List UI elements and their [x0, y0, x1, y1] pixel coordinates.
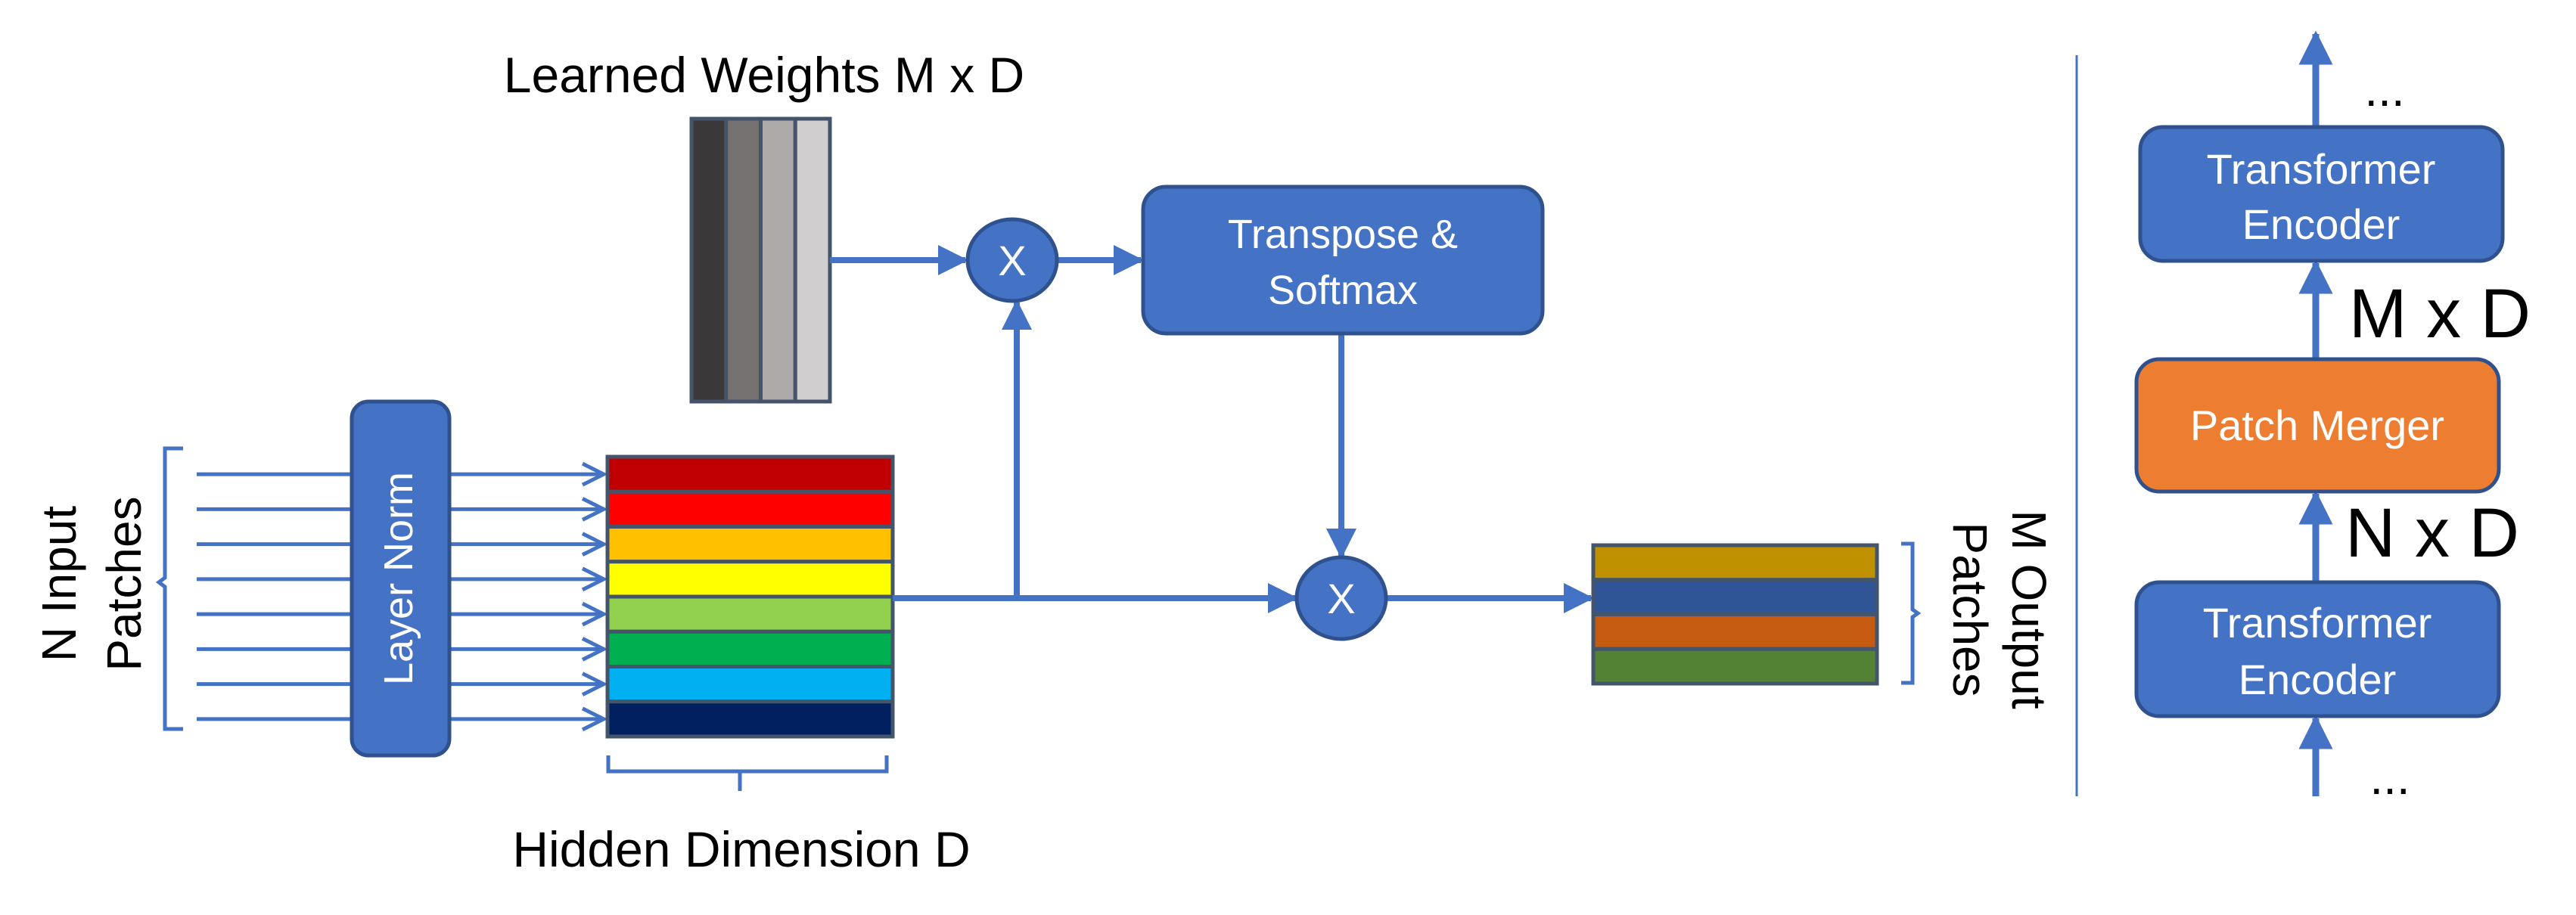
transformer-encoder-bottom: Transformer Encoder	[2134, 580, 2501, 718]
patch-merger-block: Patch Merger	[2134, 357, 2501, 494]
multiply-2-symbol: X	[1327, 575, 1355, 622]
input-patch-row	[605, 594, 895, 634]
input-patch-row	[605, 454, 895, 494]
input-patch-row	[605, 560, 895, 599]
input-patches-label: N Input Patches	[32, 496, 151, 671]
encoder-bottom-line2: Encoder	[2239, 656, 2397, 703]
input-label-line1: N Input	[32, 506, 86, 662]
input-label-line2: Patches	[97, 496, 151, 671]
encoder-top-line1: Transformer	[2207, 145, 2436, 193]
multiply-node-2: X	[1294, 555, 1388, 641]
weight-column	[689, 116, 729, 404]
output-patch-row	[1591, 578, 1879, 616]
output-patch-row	[1591, 613, 1879, 651]
output-patch-row	[1591, 543, 1879, 582]
m-x-d-label: M x D	[2349, 275, 2531, 352]
encoder-bottom-line1: Transformer	[2203, 599, 2432, 647]
ellipsis-bottom: ...	[2369, 750, 2410, 805]
weight-column	[793, 116, 832, 404]
learned-weights-label: Learned Weights M x D	[504, 47, 1024, 103]
layer-norm-block: Layer Norm	[350, 399, 452, 758]
input-patch-row	[605, 489, 895, 529]
output-bracket	[1901, 541, 1922, 685]
transpose-label-line2: Softmax	[1268, 268, 1418, 313]
encoder-top-line2: Encoder	[2242, 200, 2400, 248]
learned-weights-matrix	[689, 116, 832, 404]
transformer-encoder-top: Transformer Encoder	[2138, 125, 2505, 263]
transpose-label-line1: Transpose &	[1228, 212, 1458, 257]
weight-column	[759, 116, 797, 404]
hidden-dimension-bracket	[606, 755, 889, 791]
patch-merger-label: Patch Merger	[2190, 402, 2444, 449]
ellipsis-top: ...	[2364, 62, 2404, 116]
transpose-softmax-block: Transpose & Softmax	[1141, 185, 1545, 336]
layer-norm-label: Layer Norm	[376, 472, 421, 685]
input-patch-row	[605, 525, 895, 564]
output-label-line1: M Output	[2002, 510, 2056, 709]
input-patch-row	[605, 665, 895, 704]
multiply-1-symbol: X	[998, 237, 1026, 284]
input-patch-arrows	[197, 474, 604, 719]
input-patch-row	[605, 629, 895, 668]
input-bracket	[155, 446, 183, 731]
output-label-line2: Patches	[1943, 522, 1997, 696]
hidden-dimension-label: Hidden Dimension D	[512, 821, 970, 877]
input-patch-row	[605, 699, 895, 739]
weight-column	[724, 116, 763, 404]
output-patch-row	[1591, 647, 1879, 686]
n-x-d-label: N x D	[2345, 495, 2519, 572]
output-patch-matrix	[1591, 543, 1879, 686]
multiply-node-1: X	[965, 217, 1059, 303]
output-patches-label: M Output Patches	[1943, 510, 2056, 709]
input-patch-matrix	[605, 454, 895, 739]
